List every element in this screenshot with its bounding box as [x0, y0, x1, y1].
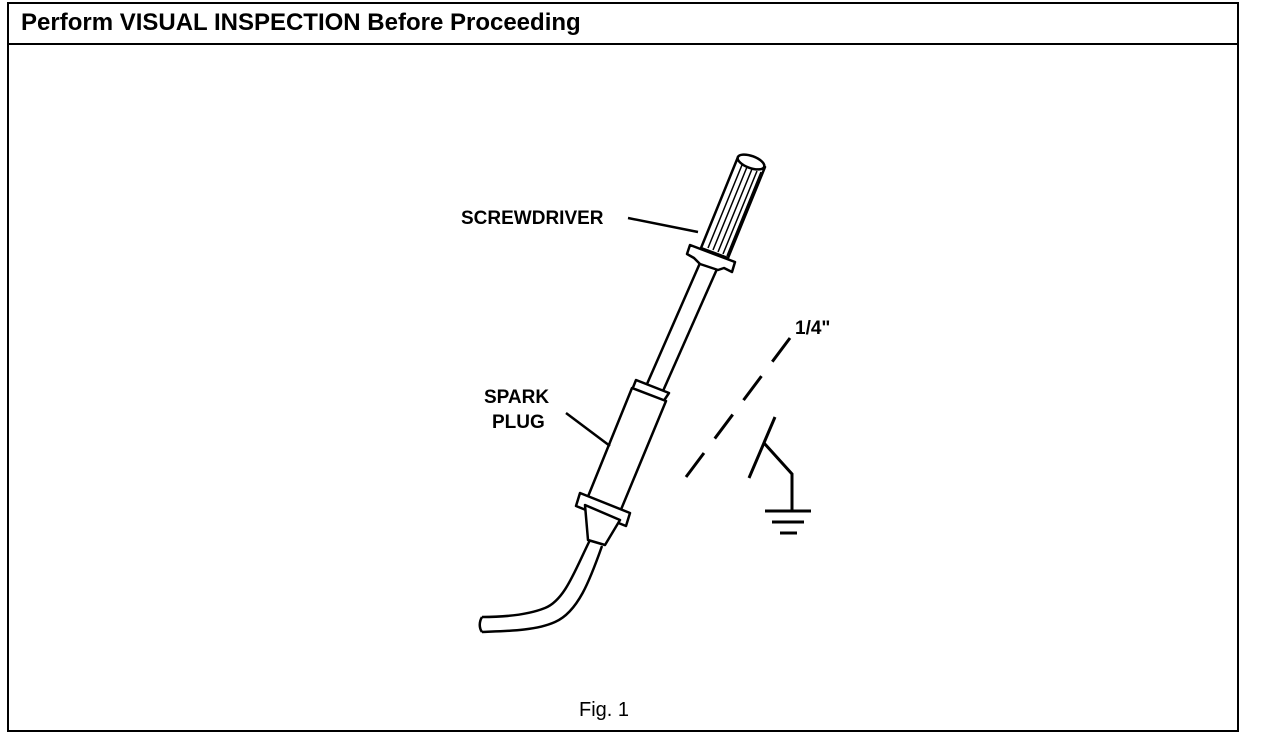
ground-electrode: [747, 416, 777, 479]
spark-plug-body: [585, 386, 668, 514]
gap-label: 1/4": [795, 318, 830, 339]
spark-label-line2: PLUG: [492, 412, 545, 433]
figure-caption: Fig. 1: [579, 699, 629, 721]
wire-upper-edge: [481, 539, 592, 619]
screwdriver-shaft-right: [661, 268, 719, 392]
ignition-wire: [478, 539, 604, 634]
spark-plug: [574, 378, 671, 547]
page-title: Perform VISUAL INSPECTION Before Proceed…: [21, 9, 581, 36]
gap-dashed-line: [684, 337, 792, 478]
wire-end: [478, 616, 484, 633]
screwdriver: [645, 153, 767, 392]
spark-label-line1: SPARK: [484, 387, 549, 408]
screwdriver-leader: [627, 216, 699, 234]
ground-symbol: [747, 416, 811, 535]
leaders: [565, 216, 699, 447]
ground-lead: [762, 441, 794, 510]
screwdriver-label: SCREWDRIVER: [461, 208, 604, 229]
spark-plug-boot: [583, 503, 622, 547]
handle-grip-lines: [707, 164, 762, 257]
screwdriver-handle-end: [736, 153, 766, 171]
figure-frame: Perform VISUAL INSPECTION Before Proceed…: [7, 2, 1239, 732]
wire-lower-edge: [481, 545, 604, 634]
title-bar: Perform VISUAL INSPECTION Before Proceed…: [9, 4, 1237, 45]
screwdriver-ferrule: [685, 243, 737, 274]
spark-plug-leader: [565, 412, 611, 447]
screwdriver-shaft-left: [645, 262, 702, 385]
